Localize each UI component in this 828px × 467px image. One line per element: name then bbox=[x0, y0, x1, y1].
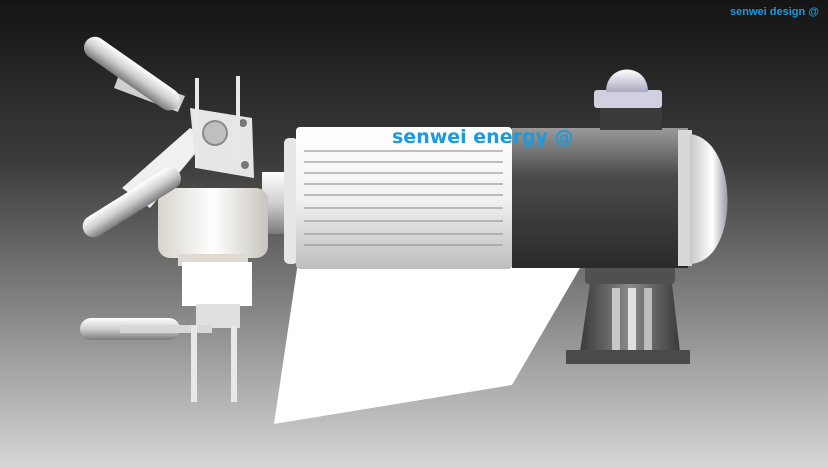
rotor-hub bbox=[158, 188, 268, 328]
rear-housing bbox=[512, 128, 688, 268]
lower-blade bbox=[80, 318, 237, 402]
watermark-corner: senwei design @ bbox=[730, 6, 819, 18]
top-sensor bbox=[594, 69, 662, 130]
middle-blade bbox=[82, 167, 182, 238]
tail-fin bbox=[274, 262, 580, 424]
end-cap bbox=[690, 134, 728, 264]
watermark-center: senwei energy @ bbox=[392, 126, 574, 148]
upper-blade bbox=[83, 36, 180, 111]
tower-mount bbox=[566, 258, 690, 364]
generator-body bbox=[284, 127, 512, 269]
